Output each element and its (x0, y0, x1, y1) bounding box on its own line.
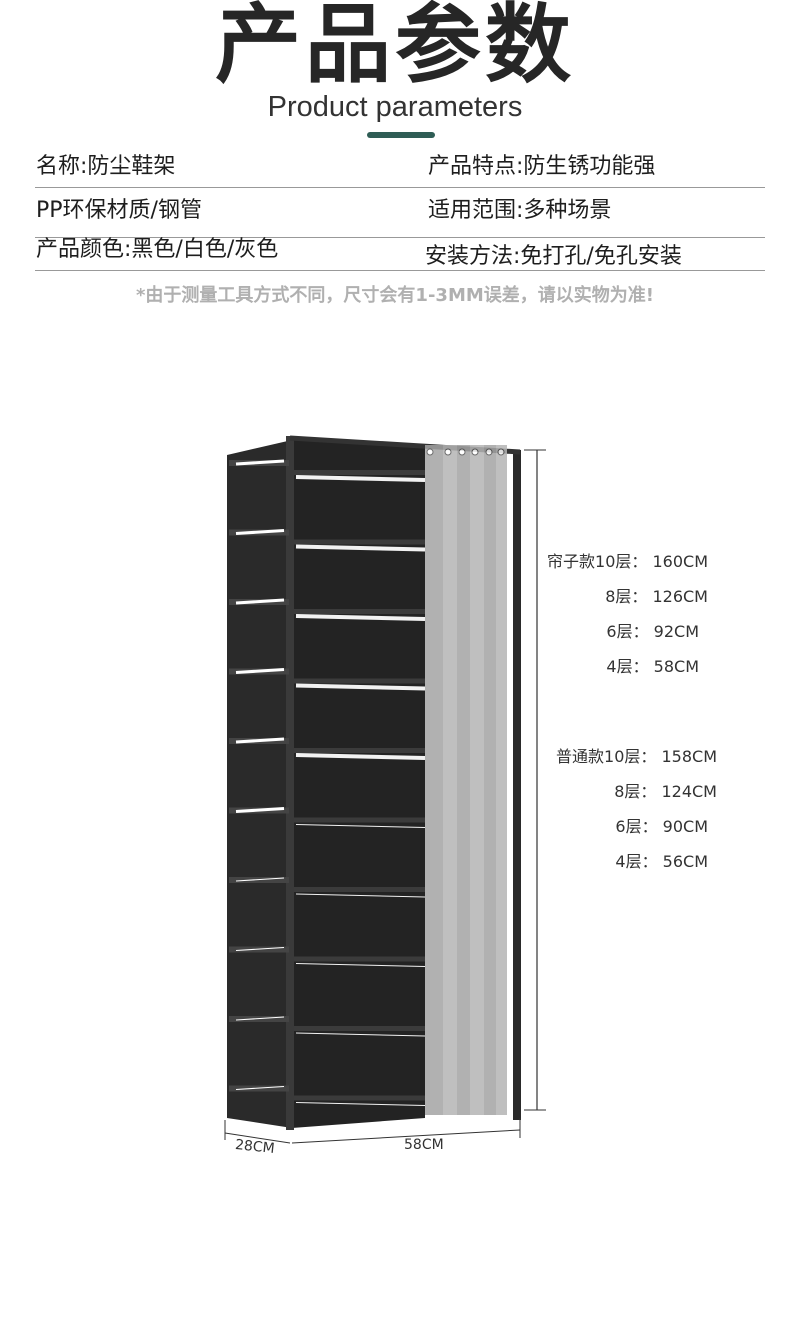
standard-spec-6: 6层： 90CM (615, 817, 708, 836)
rack-side-panel (227, 440, 292, 1128)
curtain-spec-10: 帘子款10层： 160CM (547, 552, 708, 571)
param-name: 名称:防尘鞋架 (36, 154, 176, 179)
standard-spec-4: 4层： 56CM (615, 852, 708, 871)
shelf-gap (295, 893, 426, 898)
shelf-gap (295, 544, 426, 552)
measurement-note: *由于测量工具方式不同，尺寸会有1-3MM误差，请以实物为准! (136, 285, 654, 306)
shelf-front-rail (294, 1095, 425, 1101)
shelf-front-rail (294, 539, 425, 545)
divider (35, 270, 765, 271)
curtain-spec-4: 4层： 58CM (606, 657, 699, 676)
rack-front-pole (286, 436, 294, 1130)
param-color: 产品颜色:黑色/白色/灰色 (36, 237, 279, 262)
param-material: PP环保材质/钢管 (36, 198, 202, 223)
shelf-gap (235, 529, 285, 535)
param-install: 安装方法:免打孔/免孔安装 (425, 244, 682, 269)
shelf-gap (295, 753, 426, 760)
shelf-gap (235, 947, 285, 951)
curtain-ring (497, 448, 505, 456)
shelf-front-rail (294, 1026, 425, 1031)
depth-dimension-line (224, 1132, 291, 1144)
curtain-ring (485, 448, 493, 456)
curtain-panel (470, 445, 484, 1115)
curtain-ring (426, 448, 434, 456)
shelf-front-rail (294, 887, 425, 892)
accent-bar (367, 132, 435, 138)
shelf-gap (235, 807, 285, 813)
shelf-gap (295, 963, 426, 967)
shelf-gap (235, 1016, 285, 1021)
curtain-panel (443, 445, 457, 1115)
page-title: 产品参数 (215, 0, 575, 95)
curtain-ring (444, 448, 452, 456)
shelf-gap (235, 737, 285, 744)
shelf-gap (295, 475, 426, 482)
curtain-panel (496, 445, 507, 1115)
shelf-front-rail (294, 817, 425, 823)
divider (35, 237, 765, 238)
curtain-panel (457, 445, 470, 1115)
shelf-front-rail (294, 748, 425, 753)
shelf-gap (295, 1032, 426, 1037)
standard-spec-10: 普通款10层： 158CM (556, 747, 717, 766)
shelf-front-rail (294, 956, 425, 962)
width-label: 58CM (404, 1137, 444, 1153)
rack-back-pole (513, 450, 521, 1120)
curtain (425, 445, 507, 1115)
curtain-ring (471, 448, 479, 456)
page-subtitle: Product parameters (267, 91, 523, 123)
shelf-gap (235, 668, 285, 674)
width-dimension-line (291, 1129, 521, 1144)
shelf-gap (295, 683, 426, 691)
curtain-spec-8: 8层： 126CM (605, 587, 708, 606)
shelf-front-rail (294, 609, 425, 614)
shelf-gap (295, 824, 426, 828)
curtain-ring (458, 448, 466, 456)
divider (35, 187, 765, 188)
standard-spec-8: 8层： 124CM (614, 782, 717, 801)
param-scope: 适用范围:多种场景 (428, 198, 612, 223)
shelf-gap (235, 877, 285, 882)
shelf-gap (235, 1086, 285, 1090)
shelf-gap (295, 614, 426, 621)
shelf-gap (235, 459, 285, 466)
curtain-spec-6: 6层： 92CM (606, 622, 699, 641)
shelf-gap (295, 1102, 426, 1106)
shelf-front-rail (294, 470, 425, 475)
curtain-panel (425, 445, 443, 1115)
param-feature: 产品特点:防生锈功能强 (428, 154, 656, 179)
shelf-front-rail (294, 678, 425, 684)
curtain-panel (484, 445, 496, 1115)
shelf-gap (235, 598, 285, 605)
shoe-rack (227, 435, 521, 1130)
